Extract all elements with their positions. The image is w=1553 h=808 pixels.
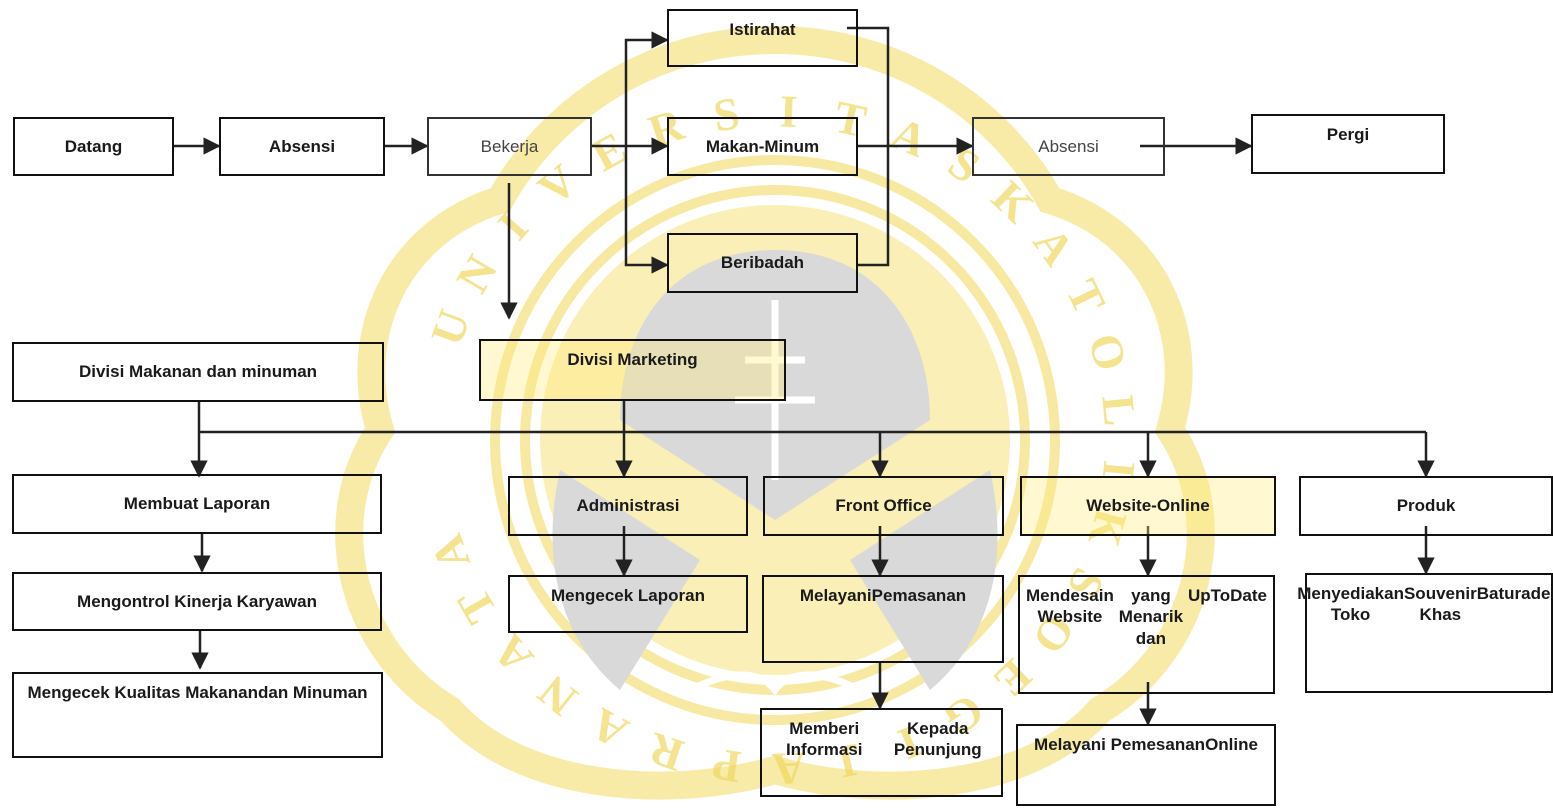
node-melayani-pemasanan-line-1: Melayani bbox=[799, 586, 872, 605]
node-mendesain-website-line-2: yang Menarik dan bbox=[1118, 586, 1184, 648]
node-mengecek-kualitas-line-2: dan Minuman bbox=[257, 683, 368, 702]
node-melayani-pemesanan-line-1: Melayani Pemesanan bbox=[1034, 735, 1206, 754]
node-mengecek-laporan: Mengecek Laporan bbox=[508, 575, 748, 633]
node-mendesain-website-line-1: Mendesain Website bbox=[1026, 586, 1114, 627]
node-administrasi: Administrasi bbox=[508, 476, 748, 536]
node-memberi-informasi: Memberi Informasi Kepada Penunjung bbox=[760, 708, 1003, 797]
node-absensi-out: Absensi bbox=[972, 117, 1165, 176]
node-mengontrol: Mengontrol Kinerja Karyawan bbox=[12, 572, 382, 631]
node-menyediakan-toko: Menyediakan Toko Souvenir Khas Baturaden bbox=[1297, 573, 1553, 693]
node-memberi-informasi-line-2: Kepada Penunjung bbox=[893, 719, 982, 760]
node-melayani-pemasanan-line-2: Pemasanan bbox=[871, 586, 967, 605]
node-istirahat: Istirahat bbox=[667, 9, 858, 67]
node-produk: Produk bbox=[1299, 476, 1553, 536]
node-mendesain-website-line-3: UpToDate bbox=[1187, 586, 1267, 605]
node-makan-minum: Makan-Minum bbox=[667, 117, 858, 176]
watermark-letter: L bbox=[1092, 393, 1146, 428]
node-memberi-informasi-line-1: Memberi Informasi bbox=[785, 719, 863, 760]
node-website-online: Website-Online bbox=[1020, 476, 1276, 536]
node-melayani-pemasanan: Melayani Pemasanan bbox=[762, 575, 1004, 663]
node-menyediakan-toko-line-2: Souvenir Khas bbox=[1403, 584, 1477, 625]
node-menyediakan-toko-line-1: Menyediakan Toko bbox=[1297, 584, 1404, 625]
node-divisi-marketing: Divisi Marketing bbox=[479, 339, 786, 401]
node-menyediakan-toko-line-3: Baturaden bbox=[1476, 584, 1553, 603]
node-datang: Datang bbox=[13, 117, 174, 176]
node-front-office: Front Office bbox=[763, 476, 1004, 536]
node-pergi: Pergi bbox=[1251, 114, 1445, 174]
node-mendesain-website: Mendesain Website yang Menarik dan UpToD… bbox=[1018, 575, 1275, 694]
watermark-letter: I bbox=[1093, 458, 1145, 480]
node-mengecek-kualitas: Mengecek Kualitas Makanan dan Minuman bbox=[12, 672, 383, 758]
node-mengecek-kualitas-line-1: Mengecek Kualitas Makanan bbox=[27, 683, 258, 702]
node-absensi-in: Absensi bbox=[219, 117, 385, 176]
node-divisi-makanan: Divisi Makanan dan minuman bbox=[12, 342, 384, 402]
watermark-letter: I bbox=[779, 85, 799, 137]
node-melayani-pemesanan-line-2: Online bbox=[1205, 735, 1258, 754]
node-beribadah: Beribadah bbox=[667, 233, 858, 293]
node-membuat-laporan: Membuat Laporan bbox=[12, 474, 382, 534]
node-bekerja: Bekerja bbox=[427, 117, 592, 176]
watermark-letter: A bbox=[771, 743, 806, 795]
node-melayani-pemesanan: Melayani Pemesanan Online bbox=[1016, 724, 1276, 806]
